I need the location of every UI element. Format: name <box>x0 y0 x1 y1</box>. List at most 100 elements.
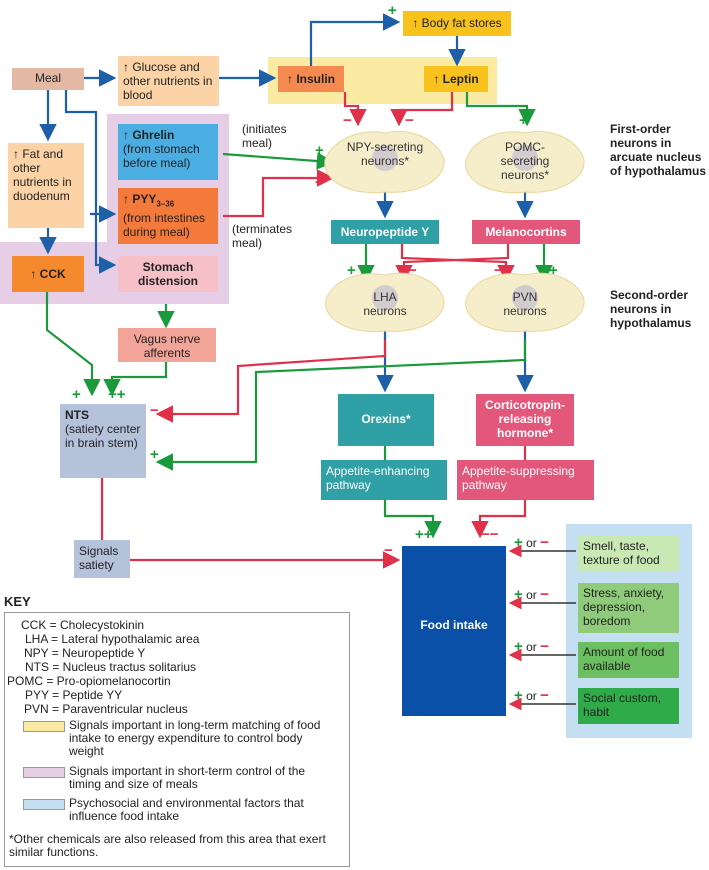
minus-sign: −− <box>481 526 499 543</box>
meal-box: Meal <box>12 68 84 90</box>
legend-psychosocial: Psychosocial and environmental factors t… <box>69 796 304 823</box>
plus-or-minus-1: + or − <box>514 534 549 551</box>
neuropeptide-y-text: Neuropeptide Y <box>340 225 430 239</box>
stomach-text: Stomach distension <box>137 260 198 288</box>
plus-sign: + <box>347 262 356 279</box>
vagus-text: Vagus nerve afferents <box>133 332 201 360</box>
npy-neurons-label: NPY-secreting neurons* <box>346 140 424 168</box>
minus-sign: − <box>150 402 159 419</box>
plus-sign: + <box>72 386 81 403</box>
key-panel: CCK = Cholecystokinin LHA = Lateral hypo… <box>4 612 350 867</box>
stress-box: Stress, anxiety, depression, boredom <box>578 583 679 633</box>
minus-sign: − <box>405 112 414 129</box>
neuron-pvn-shape <box>465 272 585 333</box>
minus-sign: − <box>408 262 417 279</box>
pyy-box: ↑ PYY3–36 (from intestines during meal) <box>118 188 218 244</box>
key-footnote: *Other chemicals are also released from … <box>9 832 326 859</box>
neuron-lha-shape <box>325 272 445 333</box>
vagus-box: Vagus nerve afferents <box>118 328 216 362</box>
crh-text: Corticotropin-releasing hormone* <box>485 398 565 440</box>
appetite-enhancing-text: Appetite-enhancing pathway <box>326 464 430 492</box>
amount-text: Amount of food available <box>583 645 665 673</box>
plus-or-minus-3: + or − <box>514 638 549 655</box>
melanocortins-text: Melanocortins <box>485 225 567 239</box>
key-abbr-5: PYY = Peptide YY <box>25 688 123 702</box>
legend-swatch-psychosocial <box>23 799 65 810</box>
key-abbr-2: NPY = Neuropeptide Y <box>24 646 146 660</box>
or-text: or <box>526 689 537 703</box>
or-text: or <box>526 588 537 602</box>
nts-sub: (satiety center in brain stem) <box>65 422 141 450</box>
crh-box: Corticotropin-releasing hormone* <box>476 394 574 446</box>
nts-title: NTS <box>65 408 89 422</box>
pomc-neurons-label: POMC-secreting neurons* <box>500 140 550 182</box>
key-abbr-3: NTS = Nucleus tractus solitarius <box>25 660 197 674</box>
minus-sign: − <box>343 112 352 129</box>
fat-duodenum-box: ↑ Fat and other nutrients in duodenum <box>8 143 84 228</box>
smell-text: Smell, taste, texture of food <box>583 539 660 567</box>
plus-sign: + <box>388 2 397 19</box>
signals-satiety-text: Signals satiety <box>79 544 119 572</box>
nts-box: NTS (satiety center in brain stem) <box>60 404 146 478</box>
neuron-pomc-shape <box>465 130 585 194</box>
ghrelin-title: ↑ Ghrelin <box>123 128 175 142</box>
smell-box: Smell, taste, texture of food <box>578 536 679 572</box>
legend-short-term: Signals important in short-term control … <box>69 764 306 791</box>
melanocortins-box: Melanocortins <box>472 220 580 244</box>
initiates-label: (initiates meal) <box>242 122 287 150</box>
key-abbr-1: LHA = Lateral hypothalamic area <box>25 632 200 646</box>
social-box: Social custom, habit <box>578 688 679 724</box>
or-text: or <box>526 640 537 654</box>
pyy-subscript: 3–36 <box>156 199 175 209</box>
ghrelin-box: ↑ Ghrelin (from stomach before meal) <box>118 124 218 180</box>
pvn-neurons-label: PVN neurons <box>503 290 547 318</box>
plus-sign: + <box>519 112 528 129</box>
plus-sign: ++ <box>415 526 433 543</box>
first-order-label: First-order neurons in arcuate nucleus o… <box>610 122 707 178</box>
minus-sign: − <box>384 542 393 559</box>
neuropeptide-y-box: Neuropeptide Y <box>331 220 439 244</box>
cck-text: ↑ CCK <box>30 267 66 281</box>
appetite-suppressing-text: Appetite-suppressing pathway <box>462 464 575 492</box>
key-abbr-4: POMC = Pro-opiomelanocortin <box>7 674 171 688</box>
orexins-box: Orexins* <box>338 394 434 446</box>
insulin-box: ↑ Insulin <box>278 66 344 92</box>
body-fat-text: ↑ Body fat stores <box>412 16 502 30</box>
legend-swatch-long-term <box>23 721 65 732</box>
fat-duodenum-text: ↑ Fat and other nutrients in duodenum <box>13 147 72 203</box>
plus-sign: + <box>549 262 558 279</box>
appetite-enhancing-box: Appetite-enhancing pathway <box>321 460 447 500</box>
or-text: or <box>526 536 537 550</box>
pyy-sub: (from intestines during meal) <box>123 211 206 240</box>
stress-text: Stress, anxiety, depression, boredom <box>583 586 665 628</box>
key-title: KEY <box>4 594 31 609</box>
food-intake-text: Food intake <box>420 618 488 632</box>
amount-box: Amount of food available <box>578 642 679 678</box>
meal-text: Meal <box>34 71 61 85</box>
plus-sign: + <box>315 142 324 159</box>
plus-sign: ++ <box>108 386 126 403</box>
minus-sign: − <box>315 174 324 191</box>
leptin-box: ↑ Leptin <box>424 66 488 92</box>
plus-or-minus-4: + or − <box>514 687 549 704</box>
second-order-label: Second-order neurons in hypothalamus <box>610 288 692 330</box>
ghrelin-sub: (from stomach before meal) <box>123 142 200 170</box>
minus-sign: − <box>494 262 503 279</box>
stomach-box: Stomach distension <box>118 256 218 292</box>
legend-swatch-short-term <box>23 767 65 778</box>
body-fat-box: ↑ Body fat stores <box>403 11 511 36</box>
glucose-box: ↑ Glucose and other nutrients in blood <box>118 56 219 106</box>
cck-box: ↑ CCK <box>12 256 84 292</box>
signals-satiety-box: Signals satiety <box>74 540 130 578</box>
insulin-text: ↑ Insulin <box>287 72 335 86</box>
glucose-text: ↑ Glucose and other nutrients in blood <box>123 60 213 102</box>
key-abbr-0: CCK = Cholecystokinin <box>21 618 145 632</box>
leptin-text: ↑ Leptin <box>433 72 479 86</box>
social-text: Social custom, habit <box>583 691 662 719</box>
pyy-title: ↑ PYY <box>123 192 157 206</box>
food-intake-box: Food intake <box>402 546 506 716</box>
neuron-npy-shape <box>324 130 445 194</box>
orexins-text: Orexins* <box>361 412 411 426</box>
